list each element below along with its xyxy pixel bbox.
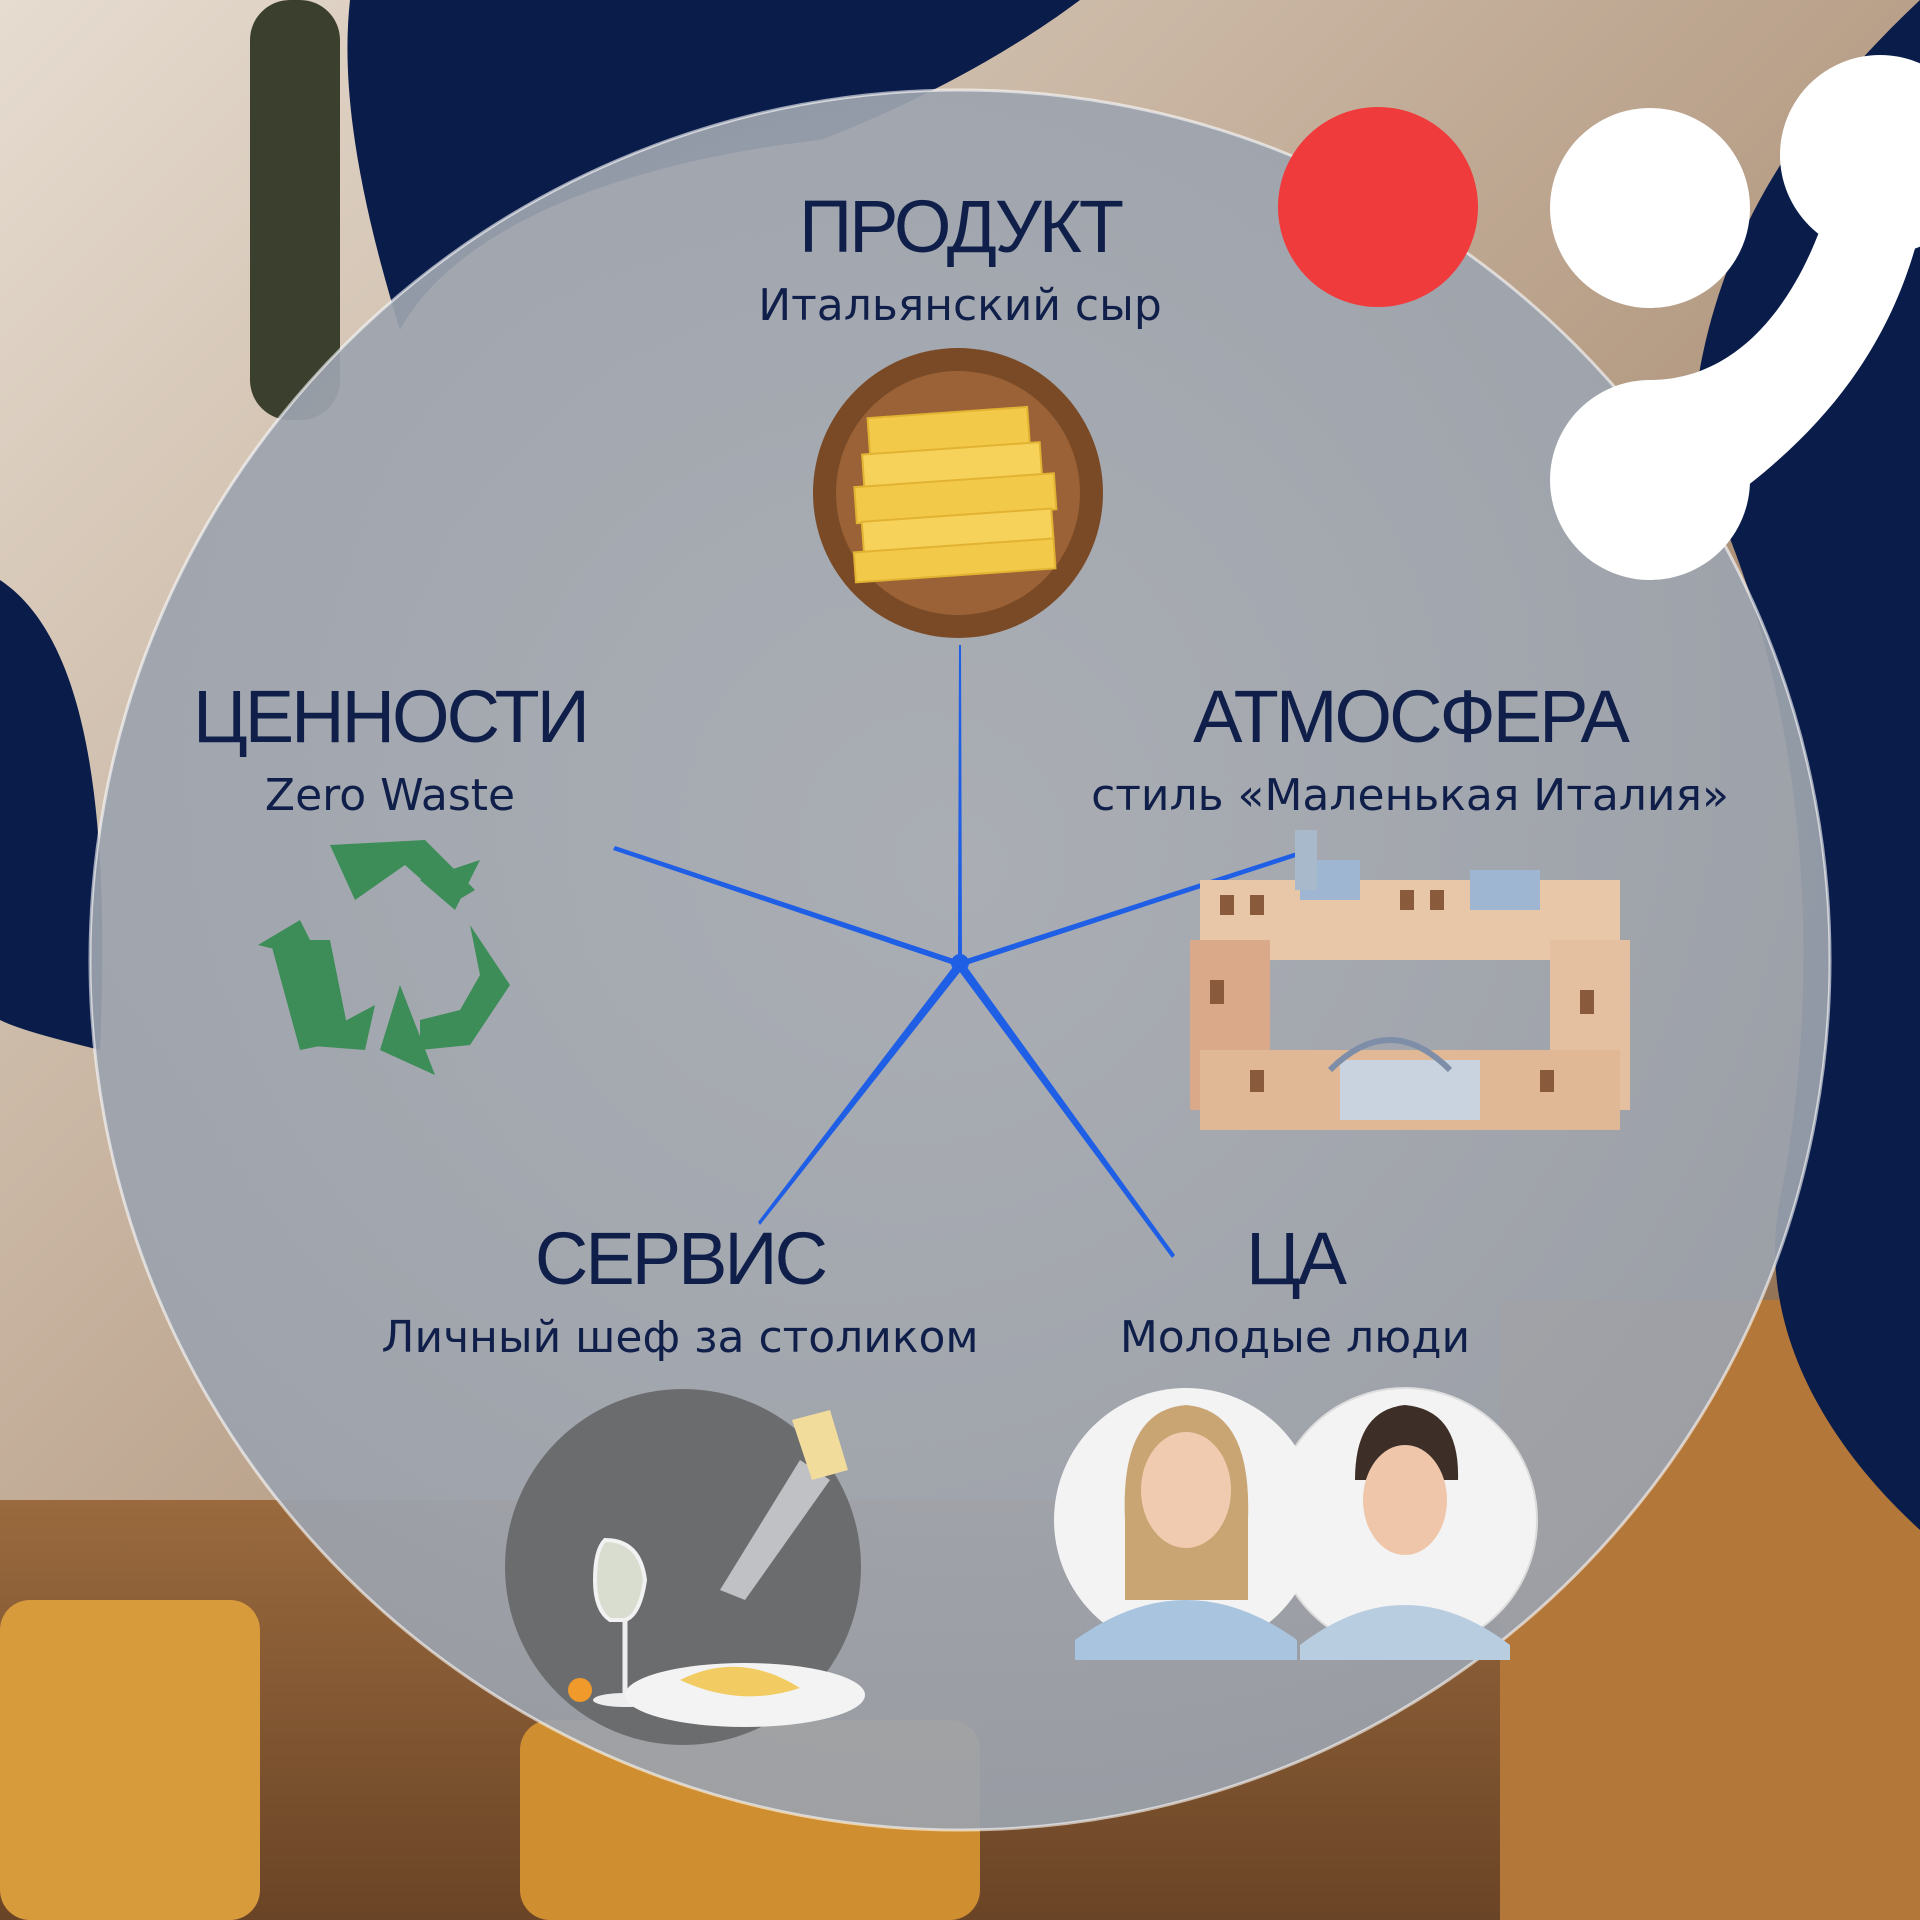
segment-atmosphere-subtitle: стиль «Маленькая Италия» — [1091, 770, 1729, 821]
segment-atmosphere-title: АТМОСФЕРА — [1193, 675, 1630, 758]
segment-values: ЦЕННОСТИ Zero Waste — [150, 675, 630, 822]
italian-town-icon — [1190, 830, 1630, 1130]
recycle-icon — [258, 840, 510, 1075]
connector-audience — [956, 963, 1175, 1258]
segment-values-title: ЦЕННОСТИ — [193, 675, 590, 758]
segment-audience-subtitle: Молодые люди — [1119, 1312, 1471, 1363]
star-connectors — [613, 645, 1305, 1258]
segment-service: СЕРВИС Личный шеф за столиком — [330, 1217, 1030, 1364]
segment-service-title: СЕРВИС — [534, 1217, 828, 1300]
white-molecule-shape — [1550, 55, 1920, 580]
red-dot — [1278, 107, 1478, 307]
cheese-plate-icon — [813, 348, 1103, 638]
segment-product-subtitle: Итальянский сыр — [758, 280, 1162, 331]
connector-values — [613, 846, 963, 966]
connector-product — [958, 645, 962, 955]
connector-atmosphere — [957, 850, 1305, 966]
young-people-icon — [1054, 1387, 1538, 1660]
segment-atmosphere: АТМОСФЕРА стиль «Маленькая Италия» — [1040, 675, 1780, 822]
segment-product: ПРОДУКТ Итальянский сыр — [710, 185, 1210, 332]
segment-service-subtitle: Личный шеф за столиком — [381, 1312, 979, 1363]
segment-audience: ЦА Молодые люди — [1070, 1217, 1520, 1364]
connector-service — [758, 963, 964, 1225]
cactus-plant — [250, 0, 340, 420]
segment-audience-title: ЦА — [1245, 1217, 1347, 1300]
chef-grater-icon — [505, 1389, 865, 1745]
star-center — [951, 954, 969, 972]
navy-blob-top — [347, 0, 1080, 330]
segment-values-subtitle: Zero Waste — [264, 770, 516, 821]
navy-blob-left — [0, 580, 103, 1050]
chair-left — [0, 1600, 260, 1920]
segment-product-title: ПРОДУКТ — [798, 185, 1124, 268]
